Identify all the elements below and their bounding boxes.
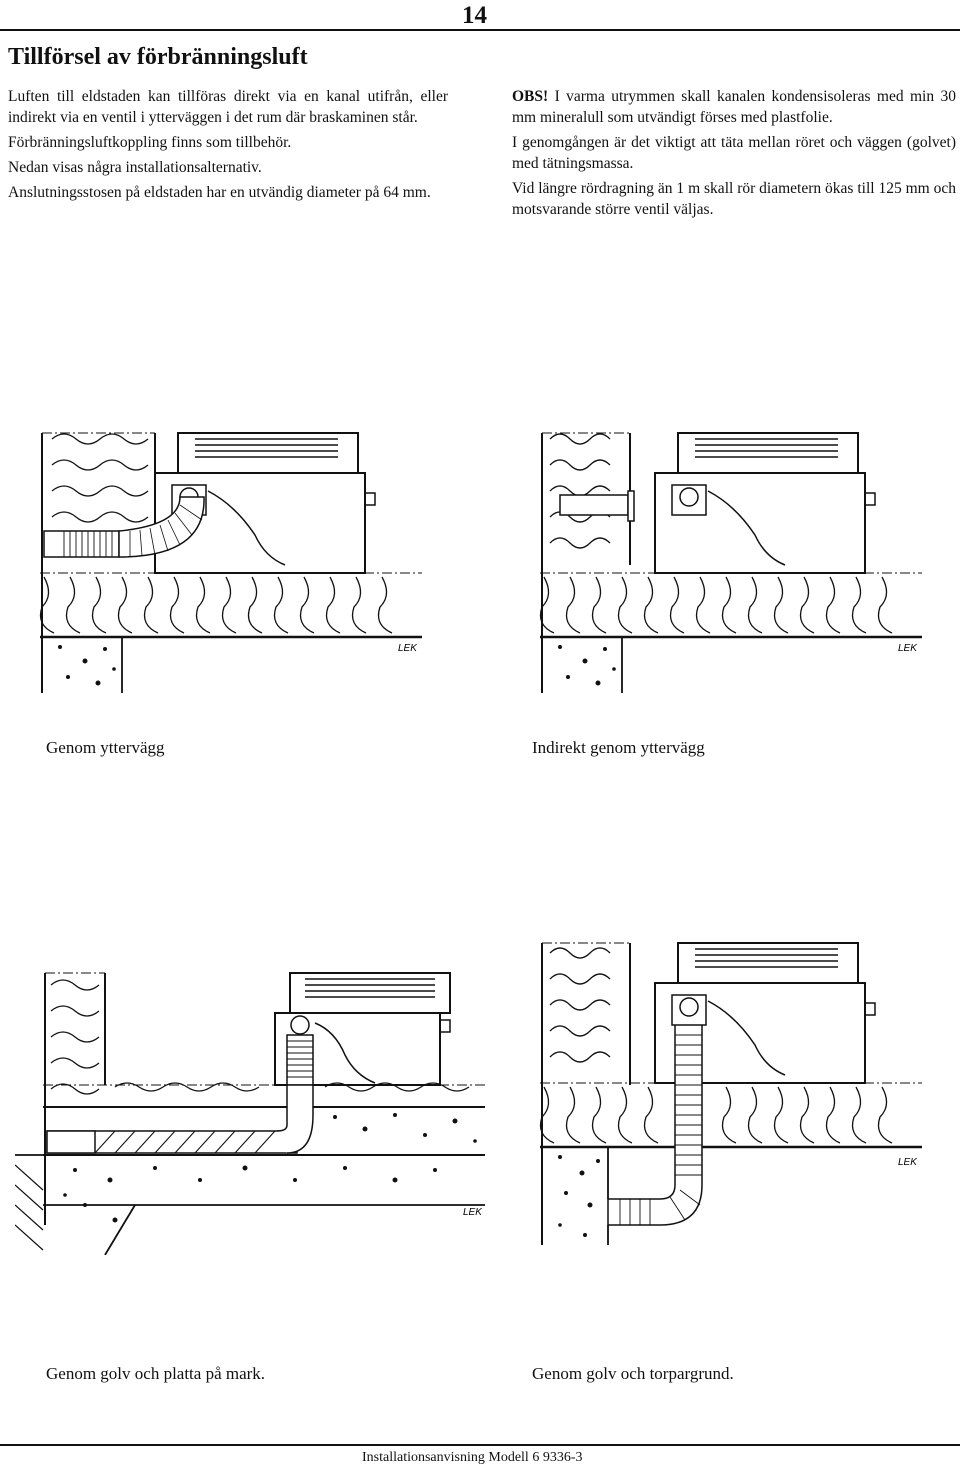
figure-caption: Genom golv och torpargrund. [532,1364,734,1383]
paragraph: Nedan visas några installationsalternati… [8,159,262,176]
paragraph: Förbränningsluftkoppling finns som tillb… [8,134,292,151]
header-rule [0,29,960,31]
right-column: OBS! I varma utrymmen skall kanalen kond… [512,86,956,224]
figure-indirect-outer-wall: LEK [539,432,922,693]
page-title: Tillförsel av förbränningsluft [8,44,308,70]
left-column: Luften till eldstaden kan tillföras dire… [8,86,448,207]
paragraph: Vid längre rördragning än 1 m skall rör … [512,180,956,218]
figure-floor-crawlspace: LEK [539,942,922,1245]
page-number: 14 [462,2,487,29]
figure-through-outer-wall: LEK [39,432,422,693]
figure-caption: Genom golv och platta på mark. [46,1364,266,1383]
footer-text: Installationsanvisning Modell 6 9336-3 [362,1450,583,1465]
footer-rule [0,1444,960,1446]
paragraph: I genomgången är det viktigt att täta me… [512,134,956,172]
paragraph: Luften till eldstaden kan tillföras dire… [8,88,448,126]
figure-caption: Indirekt genom yttervägg [532,738,705,757]
figure-caption: Genom yttervägg [46,738,165,757]
lek-label: LEK [398,643,418,654]
obs-text: I varma utrymmen skall kanalen kondensis… [512,88,956,126]
lek-label: LEK [898,643,918,654]
lek-label: LEK [898,1157,918,1168]
figure-floor-slab-on-ground: LEK [15,972,485,1255]
obs-label: OBS! [512,88,549,105]
paragraph: Anslutningsstosen på eldstaden har en ut… [8,184,431,201]
obs-paragraph: OBS! I varma utrymmen skall kanalen kond… [512,86,956,128]
lek-label: LEK [463,1207,483,1218]
